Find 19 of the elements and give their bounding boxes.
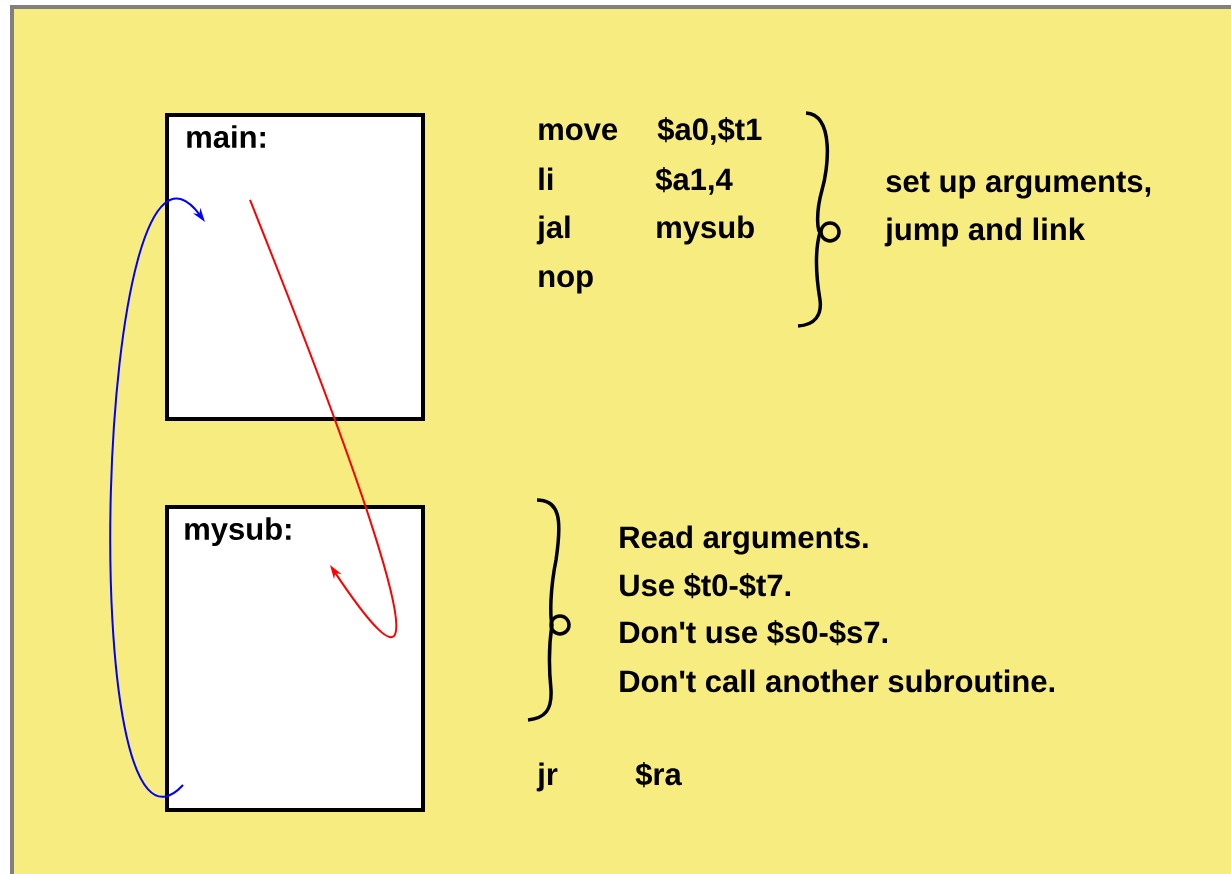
note-text: Don't call another subroutine. [620, 669, 1055, 693]
code-text: li [539, 167, 553, 190]
code-box: main: [165, 113, 425, 421]
note-text: jump and link [884, 217, 1086, 247]
code-box: mysub: [165, 505, 425, 812]
note-text: Use $t0-$t7. [620, 573, 791, 599]
code-text: $ra [635, 762, 682, 788]
code-text: mysub [657, 215, 754, 245]
note-text: Don't use $s0-$s7. [620, 620, 887, 646]
arrow [249, 199, 397, 637]
code-text: move [539, 123, 618, 141]
arrow [109, 197, 205, 798]
note-text: set up arguments, [886, 171, 1151, 199]
note-text: Read arguments. [620, 525, 868, 555]
code-text: $a0,$t1 [657, 117, 762, 145]
code-text: nop [539, 270, 593, 294]
code-text: jal [536, 215, 570, 245]
code-text: $a1,4 [655, 167, 733, 195]
code-text: jr [536, 762, 558, 792]
